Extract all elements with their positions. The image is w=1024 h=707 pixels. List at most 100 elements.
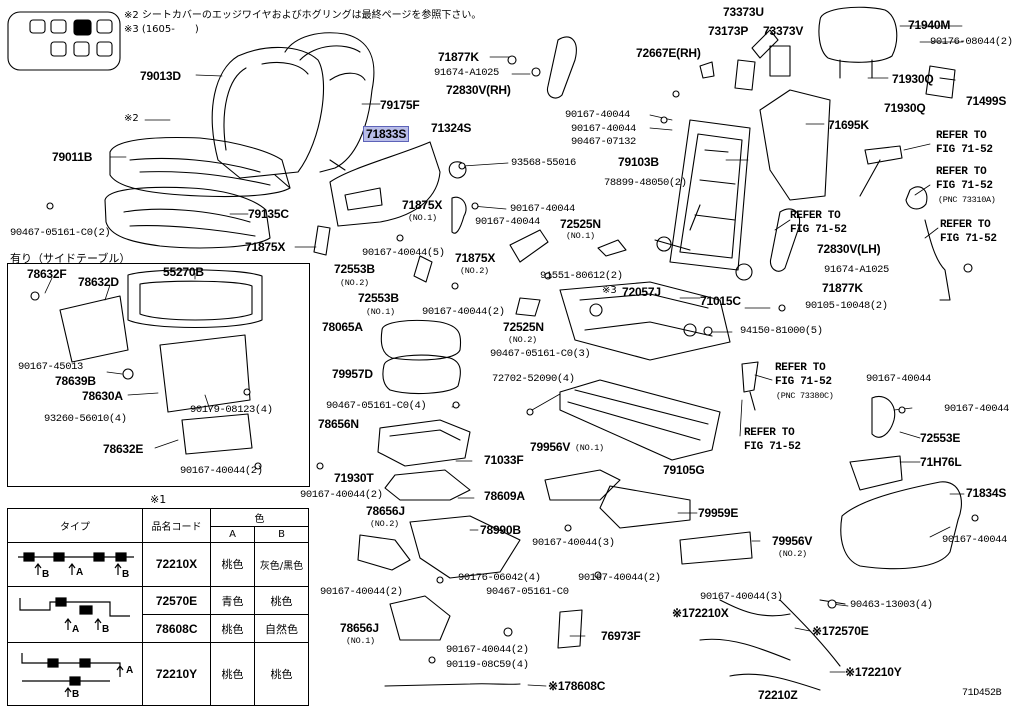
- callout-90167-40044-e[interactable]: 90167-40044: [866, 373, 931, 385]
- callout-71H76L[interactable]: 71H76L: [920, 455, 962, 469]
- callout-90167-40044-2a[interactable]: 90167-40044(2): [422, 306, 505, 318]
- callout-79105G[interactable]: 79105G: [663, 463, 705, 477]
- callout-72667E-RH[interactable]: 72667E(RH): [636, 46, 701, 60]
- refer-fig-6[interactable]: FIG 71-52: [744, 441, 801, 453]
- callout-90467-05161-C0[interactable]: 90467-05161-C0: [486, 586, 569, 598]
- callout-90179-08123[interactable]: 90179-08123(4): [190, 404, 273, 416]
- refer-to-4[interactable]: REFER TO: [790, 210, 841, 222]
- callout-78656J-no2[interactable]: 78656J: [366, 504, 405, 518]
- refer-fig-3[interactable]: FIG 71-52: [940, 233, 997, 245]
- callout-72210X[interactable]: ※172210X: [672, 606, 729, 620]
- callout-71930T[interactable]: 71930T: [334, 471, 374, 485]
- callout-79959E[interactable]: 79959E: [698, 506, 739, 520]
- callout-78639B[interactable]: 78639B: [55, 374, 96, 388]
- callout-79956V-no2[interactable]: 79956V: [772, 534, 813, 548]
- callout-78065A[interactable]: 78065A: [322, 320, 363, 334]
- callout-72525N-no2[interactable]: 72525N: [503, 320, 544, 334]
- callout-72525N-no1[interactable]: 72525N: [560, 217, 601, 231]
- callout-71033F[interactable]: 71033F: [484, 453, 524, 467]
- callout-90467-05161-C0-2[interactable]: 90467-05161-C0(2): [10, 227, 111, 239]
- callout-78608C[interactable]: ※178608C: [548, 679, 606, 693]
- callout-90167-45013[interactable]: 90167-45013: [18, 361, 83, 373]
- refer-to-3[interactable]: REFER TO: [940, 219, 991, 231]
- refer-fig-5[interactable]: FIG 71-52: [775, 376, 832, 388]
- refer-fig-4[interactable]: FIG 71-52: [790, 224, 847, 236]
- callout-90167-40044-2c[interactable]: 90167-40044(2): [320, 586, 403, 598]
- callout-90467-07132[interactable]: 90467-07132: [571, 136, 636, 148]
- callout-71877K-b[interactable]: 71877K: [822, 281, 863, 295]
- callout-79103B[interactable]: 79103B: [618, 155, 659, 169]
- callout-72702-52090[interactable]: 72702-52090(4): [492, 373, 575, 385]
- callout-93260-56010[interactable]: 93260-56010(4): [44, 413, 127, 425]
- callout-90167-40044-a[interactable]: 90167-40044: [565, 109, 630, 121]
- callout-78632E[interactable]: 78632E: [103, 442, 144, 456]
- callout-90167-40044-3b[interactable]: 90167-40044(3): [700, 591, 783, 603]
- callout-78632D[interactable]: 78632D: [78, 275, 119, 289]
- refer-to-1[interactable]: REFER TO: [936, 130, 987, 142]
- callout-90467-05161-C0-3[interactable]: 90467-05161-C0(3): [490, 348, 591, 360]
- callout-71015C[interactable]: 71015C: [700, 294, 741, 308]
- callout-72570E[interactable]: ※172570E: [812, 624, 869, 638]
- refer-fig-2[interactable]: FIG 71-52: [936, 180, 993, 192]
- callout-78899-48050[interactable]: 78899-48050(2): [604, 177, 687, 189]
- callout-76973F[interactable]: 76973F: [601, 629, 641, 643]
- refer-to-2[interactable]: REFER TO: [936, 166, 987, 178]
- callout-72553B-no1[interactable]: 72553B: [358, 291, 399, 305]
- callout-72830V-LH[interactable]: 72830V(LH): [817, 242, 881, 256]
- callout-71499S[interactable]: 71499S: [966, 94, 1007, 108]
- callout-73373V[interactable]: 73373V: [763, 24, 804, 38]
- callout-90167-40044-b[interactable]: 90167-40044: [571, 123, 636, 135]
- callout-90467-05161-C0-4[interactable]: 90467-05161-C0(4): [326, 400, 427, 412]
- callout-90167-40044-f[interactable]: 90167-40044: [944, 403, 1009, 415]
- callout-71877K[interactable]: 71877K: [438, 50, 479, 64]
- callout-71940M[interactable]: 71940M: [908, 18, 951, 32]
- callout-90176-08044[interactable]: 90176-08044(2): [930, 36, 1013, 48]
- callout-78990B[interactable]: 78990B: [480, 523, 521, 537]
- callout-90176-06042[interactable]: 90176-06042(4): [458, 572, 541, 584]
- callout-90167-40044-2f[interactable]: 90167-40044(2): [180, 465, 263, 477]
- callout-79011B[interactable]: 79011B: [52, 150, 93, 164]
- callout-90167-40044-2d[interactable]: 90167-40044(2): [578, 572, 661, 584]
- callout-94150-81000[interactable]: 94150-81000(5): [740, 325, 823, 337]
- refer-to-6[interactable]: REFER TO: [744, 427, 795, 439]
- callout-79956V-no1[interactable]: 79956V: [530, 440, 571, 454]
- callout-79957D[interactable]: 79957D: [332, 367, 373, 381]
- callout-78632F[interactable]: 78632F: [27, 267, 67, 281]
- callout-78609A[interactable]: 78609A: [484, 489, 525, 503]
- callout-71875X-no1[interactable]: 71875X: [402, 198, 443, 212]
- callout-90167-40044-g[interactable]: 90167-40044: [942, 534, 1007, 546]
- callout-71324S[interactable]: 71324S: [431, 121, 472, 135]
- callout-90167-40044-2b[interactable]: 90167-40044(2): [300, 489, 383, 501]
- callout-71833S-highlighted[interactable]: 71833S: [363, 126, 410, 142]
- callout-78656J-no1[interactable]: 78656J: [340, 621, 379, 635]
- callout-79175F[interactable]: 79175F: [380, 98, 420, 112]
- callout-73173P[interactable]: 73173P: [708, 24, 749, 38]
- callout-90167-40044-2e[interactable]: 90167-40044(2): [446, 644, 529, 656]
- callout-91674-A1025[interactable]: 91674-A1025: [434, 67, 499, 79]
- callout-71695K[interactable]: 71695K: [828, 118, 869, 132]
- callout-72210Z[interactable]: 72210Z: [758, 688, 798, 702]
- callout-71834S[interactable]: 71834S: [966, 486, 1007, 500]
- callout-71875X[interactable]: 71875X: [245, 240, 286, 254]
- callout-91551-80612[interactable]: 91551-80612(2): [540, 270, 623, 282]
- callout-72210Y[interactable]: ※172210Y: [845, 665, 902, 679]
- callout-90167-40044-c[interactable]: 90167-40044: [510, 203, 575, 215]
- callout-79135C[interactable]: 79135C: [248, 207, 289, 221]
- callout-78656N[interactable]: 78656N: [318, 417, 359, 431]
- refer-to-5[interactable]: REFER TO: [775, 362, 826, 374]
- refer-fig-1[interactable]: FIG 71-52: [936, 144, 993, 156]
- callout-90463-13003[interactable]: 90463-13003(4): [850, 599, 933, 611]
- callout-93568-55016[interactable]: 93568-55016: [511, 157, 576, 169]
- callout-79013D[interactable]: 79013D: [140, 69, 181, 83]
- callout-78630A[interactable]: 78630A: [82, 389, 123, 403]
- callout-71875X-no2[interactable]: 71875X: [455, 251, 496, 265]
- callout-90105-10048[interactable]: 90105-10048(2): [805, 300, 888, 312]
- callout-72830V-RH[interactable]: 72830V(RH): [446, 83, 511, 97]
- callout-71930Q-b[interactable]: 71930Q: [884, 101, 926, 115]
- callout-90167-40044-3a[interactable]: 90167-40044(3): [532, 537, 615, 549]
- callout-90167-40044-d[interactable]: 90167-40044: [475, 216, 540, 228]
- callout-71930Q-a[interactable]: 71930Q: [892, 72, 934, 86]
- callout-91674-A1025-b[interactable]: 91674-A1025: [824, 264, 889, 276]
- callout-55270B[interactable]: 55270B: [163, 265, 204, 279]
- callout-73373U[interactable]: 73373U: [723, 5, 764, 19]
